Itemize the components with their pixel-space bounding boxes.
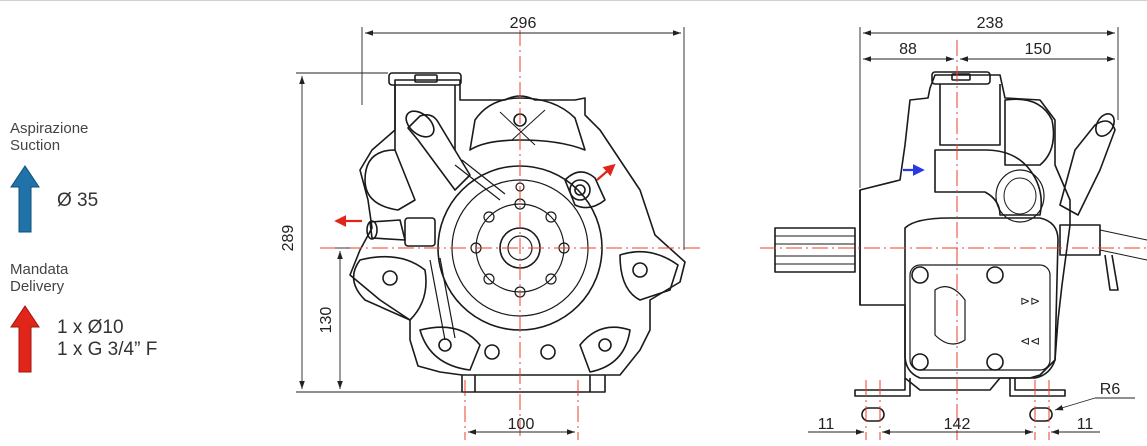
front-dim-axis-height: 130: [318, 307, 335, 334]
side-suction-elbow: [934, 149, 1043, 216]
side-dim-total: 238: [977, 15, 1004, 32]
side-left-foot: [854, 378, 911, 397]
side-cover-plate: [904, 217, 1059, 379]
front-delivery-arrow: [596, 163, 616, 181]
suction-label-en: Suction: [10, 137, 61, 154]
front-top-fitting: [388, 72, 462, 86]
side-right-foot: [1009, 378, 1066, 397]
front-top-head: [469, 97, 586, 151]
side-centerlines: [760, 40, 1147, 440]
svg-text:⊳⊳: ⊳⊳: [1020, 294, 1040, 308]
front-dim-width: 296: [510, 15, 537, 32]
side-right-fitting: [1059, 120, 1116, 216]
delivery-value-line1: 1 x Ø10: [57, 317, 124, 338]
side-body-outline: [859, 74, 1071, 391]
suction-value: Ø 35: [57, 190, 99, 211]
front-dim-base: 100: [508, 416, 535, 433]
front-right-head: [619, 250, 679, 301]
side-view: ⊳⊳ ⊲⊲: [774, 71, 1147, 422]
front-left-head: [352, 255, 427, 321]
side-dim-right: 150: [1025, 41, 1052, 58]
side-dim-hole-left: 11: [818, 416, 835, 433]
delivery-arrow-icon: [10, 305, 40, 373]
side-slot-right: [1029, 407, 1053, 422]
legend-panel: Aspirazione Suction Ø 35 Mandata Deliver…: [0, 0, 250, 446]
suction-arrow-icon: [10, 165, 40, 233]
suction-label-it: Aspirazione: [10, 120, 89, 137]
delivery-value-line2: 1 x G 3/4” F: [57, 339, 158, 360]
front-view: [349, 72, 686, 393]
front-suction-pipe: [407, 114, 471, 191]
side-dim-hole-right: 11: [1077, 416, 1094, 433]
svg-text:⊲⊲: ⊲⊲: [1020, 334, 1040, 348]
front-dim-height: 289: [280, 225, 297, 252]
front-delivery-fitting: [564, 171, 606, 209]
side-left-shaft: [774, 227, 856, 273]
delivery-label-en: Delivery: [10, 278, 65, 295]
side-dimensions: [808, 27, 1135, 435]
side-dim-radius: R6: [1100, 381, 1121, 398]
side-slot-left: [861, 407, 885, 422]
side-dim-hole-center: 142: [944, 416, 971, 433]
side-dim-left: 88: [899, 41, 917, 58]
front-centerlines: [320, 30, 700, 440]
delivery-label-it: Mandata: [10, 261, 69, 278]
front-dimensions: [296, 27, 685, 435]
top-rule: [0, 0, 1147, 1]
front-body-outline: [349, 79, 686, 393]
